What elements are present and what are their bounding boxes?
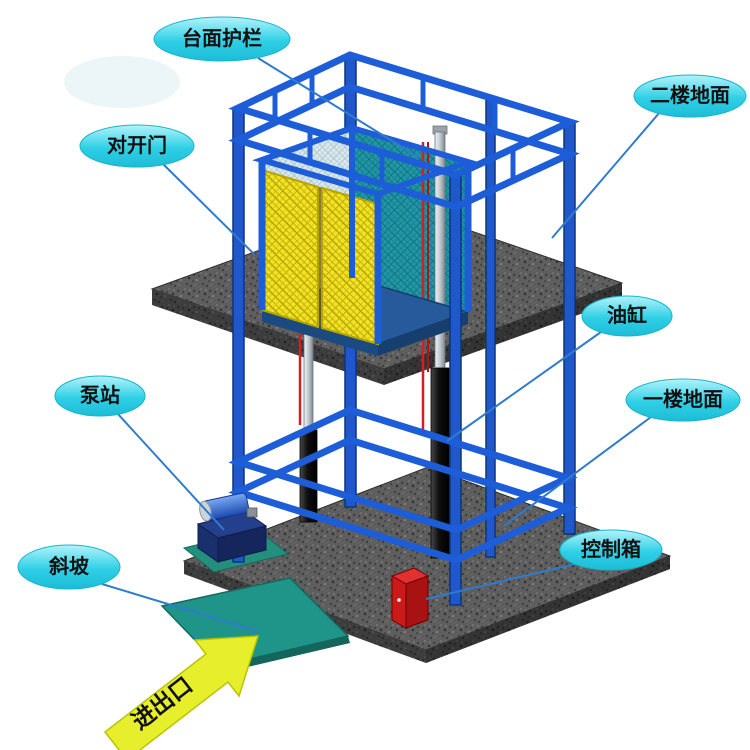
label-bubble-first-floor: 一楼地面: [625, 378, 741, 422]
door-left-leaf: [261, 168, 319, 329]
leader-lines: [101, 57, 661, 632]
label-double-door: 对开门: [107, 133, 167, 157]
cage-front: [252, 124, 478, 356]
guardrail-posts: [272, 73, 516, 184]
entrance-arrow-shape: [103, 635, 260, 750]
leader-double-door: [161, 162, 256, 256]
control-box: [390, 567, 430, 629]
label-control-box: 控制箱: [581, 537, 641, 561]
leader-control-box: [425, 563, 576, 600]
label-bubble-oil-cylinder: 油缸: [581, 295, 673, 337]
label-bubble-second-floor: 二楼地面: [633, 74, 747, 118]
label-first-floor: 一楼地面: [643, 388, 723, 411]
label-ramp: 斜坡: [48, 554, 90, 578]
label-bubbles: 台面护栏 二楼地面 对开门 油缸 泵站 一楼地面 控制箱 斜坡: [17, 16, 747, 590]
leader-ramp: [101, 583, 258, 632]
leader-pump-station: [116, 412, 225, 531]
top-guardrail: [228, 51, 580, 211]
label-oil-cylinder: 油缸: [607, 303, 647, 327]
label-bubble-control-box: 控制箱: [559, 529, 663, 571]
label-platform-guardrail: 台面护栏: [182, 26, 262, 50]
label-bubble-pump-station: 泵站: [54, 375, 146, 417]
label-pump-station: 泵站: [80, 383, 120, 407]
leader-platform-guardrail: [257, 57, 419, 158]
guide-column-front: [449, 174, 462, 606]
label-bubble-platform-guardrail: 台面护栏: [153, 16, 291, 62]
oil-cylinder-body-left: [299, 429, 318, 523]
leader-first-floor: [503, 416, 652, 527]
leader-oil-cylinder: [446, 331, 602, 442]
cage-top-rim: [252, 124, 478, 198]
label-bubble-double-door: 对开门: [79, 124, 195, 168]
guide-column-right: [563, 121, 576, 535]
faint-artifact-ellipse: [64, 56, 180, 108]
pump-station: [196, 492, 268, 563]
label-second-floor: 二楼地面: [650, 84, 730, 107]
leader-second-floor: [551, 111, 661, 239]
entrance-arrow: 进出口: [103, 635, 260, 750]
label-bubble-ramp: 斜坡: [17, 544, 121, 590]
